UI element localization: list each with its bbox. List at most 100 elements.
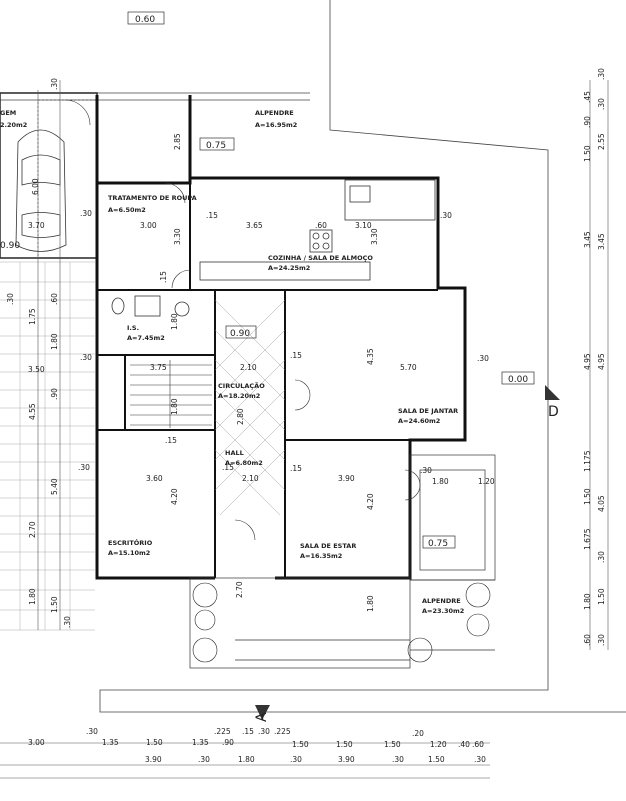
dim: 1.50 xyxy=(428,755,445,764)
dim: 3.90 xyxy=(338,474,355,483)
dim: 2.55 xyxy=(597,133,606,150)
room-labels: TRATAMENTO DE ROUPA A=6.50m2 ALPENDRE A=… xyxy=(0,109,464,615)
dim: 3.65 xyxy=(246,221,263,230)
dim: 3.00 xyxy=(28,738,45,747)
dim: .30 xyxy=(86,727,98,736)
dim: 2.80 xyxy=(236,408,245,425)
level-value: 0.90 xyxy=(230,329,250,339)
door-swings xyxy=(64,99,421,541)
dim: 3.30 xyxy=(173,228,182,245)
dim: 2.10 xyxy=(242,474,259,483)
dim: 1.80 xyxy=(238,755,255,764)
section-markers: D A xyxy=(254,385,560,722)
dim: .30 xyxy=(80,353,92,362)
section-letter: A xyxy=(254,712,270,722)
dim: 3.00 xyxy=(140,221,157,230)
dim: .30 xyxy=(80,209,92,218)
dim: 1.80 xyxy=(50,333,59,350)
room-area: A=24.60m2 xyxy=(398,417,440,425)
room-name: COZINHA / SALA DE ALMOÇO xyxy=(268,254,373,262)
dim: 1.80 xyxy=(28,588,37,605)
level-value: 0.60 xyxy=(135,15,155,25)
dim: 5.40 xyxy=(50,478,59,495)
room-area: A=6.80m2 xyxy=(225,459,263,467)
dim: 1.80 xyxy=(170,313,179,330)
dim: 2.10 xyxy=(240,363,257,372)
dim: 1.80 xyxy=(583,593,592,610)
dim: .60 xyxy=(472,740,484,749)
dim: .30 xyxy=(392,755,404,764)
dim: 1.20 xyxy=(478,477,495,486)
room-area: A=24.25m2 xyxy=(268,264,310,272)
room-name: SALA DE JANTAR xyxy=(398,407,458,415)
dim: 1.50 xyxy=(597,588,606,605)
dim: .30 xyxy=(440,211,452,220)
dim: 1.50 xyxy=(583,145,592,162)
right-dimensions: .30 .45 .30 .90 1.50 2.55 3.45 3.45 4.95… xyxy=(583,68,606,646)
dim: 3.30 xyxy=(370,228,379,245)
room-area: A=6.50m2 xyxy=(108,206,146,214)
bottom-dimensions: 3.00 .30 1.35 1.50 1.35 .225 .90 .15 .30… xyxy=(28,727,486,764)
dim: .60 xyxy=(315,221,327,230)
dim: 4.20 xyxy=(170,488,179,505)
left-dimensions: .30 1.75 1.80 3.50 .90 4.55 5.40 2.70 1.… xyxy=(6,78,72,628)
dim: 1.50 xyxy=(583,488,592,505)
dim: .30 xyxy=(258,727,270,736)
dim: .90 xyxy=(222,738,234,747)
dim: .15 xyxy=(290,351,302,360)
dim: 3.90 xyxy=(145,755,162,764)
room-area: 2.20m2 xyxy=(0,121,27,129)
dim: .30 xyxy=(63,616,72,628)
plant-symbols xyxy=(192,582,491,663)
dim: 1.20 xyxy=(430,740,447,749)
room-name: ALPENDRE xyxy=(422,597,461,605)
dim: 1.50 xyxy=(50,596,59,613)
circulation-hatch xyxy=(214,299,286,516)
dim: .15 xyxy=(290,464,302,473)
dim: 4.55 xyxy=(28,403,37,420)
dim: .30 xyxy=(597,98,606,110)
level-value: 0.75 xyxy=(428,539,448,549)
dim: .30 xyxy=(420,466,432,475)
dim: 3.60 xyxy=(146,474,163,483)
room-area: A=7.45m2 xyxy=(127,334,165,342)
dim: 4.95 xyxy=(597,353,606,370)
dim: .15 xyxy=(206,211,218,220)
dim: .90 xyxy=(50,388,59,400)
dim: .30 xyxy=(474,755,486,764)
kitchen-counter xyxy=(199,179,436,281)
dim: 1.80 xyxy=(432,477,449,486)
dim: 1.50 xyxy=(146,738,163,747)
dim: 3.10 xyxy=(355,221,372,230)
room-name: I.S. xyxy=(127,324,139,332)
dim: 1.175 xyxy=(583,450,592,472)
dim: 1.50 xyxy=(292,740,309,749)
section-letter: D xyxy=(548,404,559,420)
dim: 3.45 xyxy=(583,231,592,248)
room-name: SALA DE ESTAR xyxy=(300,542,356,550)
room-name: ESCRITÓRIO xyxy=(108,538,153,547)
room-name: TRATAMENTO DE ROUPA xyxy=(108,194,197,202)
dim: .90 xyxy=(583,116,592,128)
interior-dimensions: 3.00 3.30 3.65 .60 3.10 3.30 3.70 6.00 1… xyxy=(28,133,495,612)
room-area: A=23.30m2 xyxy=(422,607,464,615)
dim: 3.90 xyxy=(338,755,355,764)
site-lines xyxy=(0,0,626,713)
dim: 3.45 xyxy=(597,233,606,250)
room-area: A=16.95m2 xyxy=(255,121,297,129)
dim: .30 xyxy=(50,78,59,90)
dim: 1.675 xyxy=(583,528,592,550)
dim: .60 xyxy=(50,293,59,305)
dimension-lines xyxy=(0,80,609,779)
dim: .30 xyxy=(597,551,606,563)
dim: 4.05 xyxy=(597,495,606,512)
dim: 4.35 xyxy=(366,348,375,365)
garage xyxy=(0,92,98,259)
dim: 1.35 xyxy=(192,738,209,747)
dim: .20 xyxy=(412,729,424,738)
dim: .30 xyxy=(78,463,90,472)
dim: .30 xyxy=(6,293,15,305)
dim: 3.50 xyxy=(28,365,45,374)
room-area: A=18.20m2 xyxy=(218,392,260,400)
dim: .40 xyxy=(458,740,470,749)
